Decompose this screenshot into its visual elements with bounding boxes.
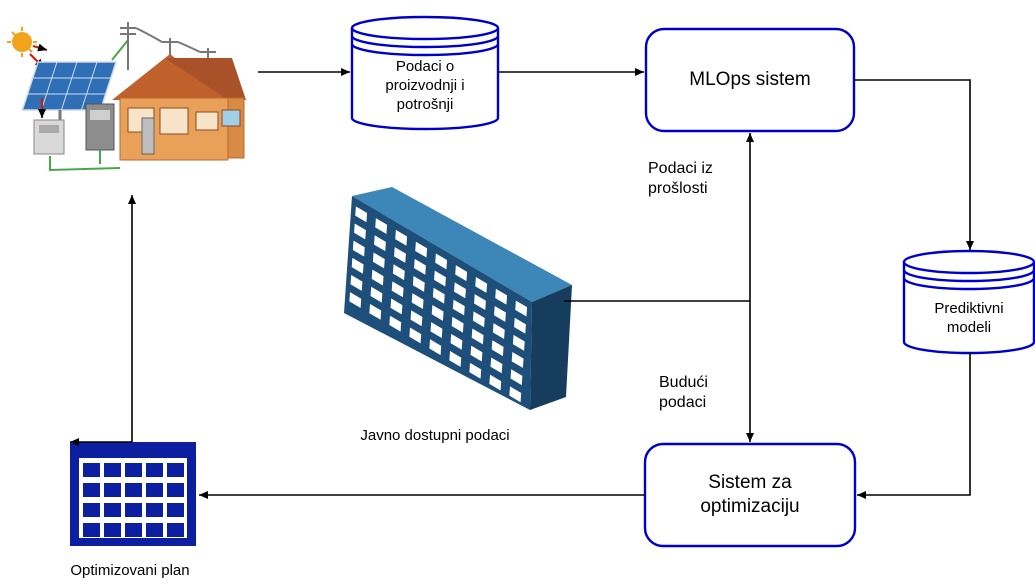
building-window xyxy=(490,357,503,374)
building-window xyxy=(489,374,502,391)
building-window xyxy=(391,281,404,298)
building-window xyxy=(430,322,443,338)
calendar-cell xyxy=(104,463,121,477)
building-window xyxy=(451,316,464,333)
building-window xyxy=(350,274,363,291)
building-window xyxy=(389,315,402,332)
building-window xyxy=(374,235,386,252)
calendar-cell xyxy=(125,523,142,537)
building-window xyxy=(375,218,388,234)
building-window xyxy=(492,323,505,339)
building-window xyxy=(491,340,504,357)
building-window xyxy=(474,294,486,311)
building-window xyxy=(414,258,426,275)
building-window xyxy=(495,288,508,305)
calendar-cell xyxy=(167,463,184,477)
building-window xyxy=(355,206,368,223)
building-window xyxy=(415,241,428,258)
calendar-cell xyxy=(83,483,100,497)
building-window xyxy=(411,293,424,310)
building-window xyxy=(469,362,482,379)
building-window xyxy=(354,223,366,240)
building-window xyxy=(511,352,524,368)
building-window xyxy=(410,310,423,327)
calendar-cell xyxy=(146,523,163,537)
calendar-cell xyxy=(125,463,142,477)
calendar-cell xyxy=(83,463,100,477)
calendar-cell xyxy=(167,483,184,497)
office-building-icon xyxy=(344,187,572,410)
calendar-cell xyxy=(146,503,163,517)
building-window xyxy=(512,334,525,351)
calendar-icon xyxy=(70,442,196,546)
calendar-cell xyxy=(146,483,163,497)
building-window xyxy=(449,351,462,367)
building-window xyxy=(509,386,522,403)
predictive-models-node xyxy=(902,249,1035,355)
calendar-cell xyxy=(167,503,184,517)
public-data-label: Javno dostupni podaci xyxy=(360,427,510,444)
building-window xyxy=(471,328,484,345)
building-window xyxy=(412,276,425,292)
building-window xyxy=(514,317,526,334)
building-window xyxy=(409,327,422,344)
edge-mlops-to-predictive xyxy=(854,79,974,250)
building-window xyxy=(475,277,488,293)
calendar-cell xyxy=(104,503,121,517)
building-window xyxy=(371,269,384,286)
building-window xyxy=(510,369,523,386)
building-window xyxy=(390,298,403,315)
building-window xyxy=(452,299,465,316)
building-window xyxy=(431,304,444,321)
data-store-node xyxy=(350,15,500,131)
calendar-cell xyxy=(83,503,100,517)
building-window xyxy=(429,339,442,356)
building-window xyxy=(472,311,485,328)
building-window xyxy=(470,345,483,362)
future-data-label: Budući podaci xyxy=(659,374,708,411)
building-window xyxy=(454,282,466,299)
building-window xyxy=(351,257,364,274)
building-window xyxy=(434,270,446,287)
building-window xyxy=(352,240,365,257)
building-window xyxy=(494,305,506,322)
calendar-cell xyxy=(125,483,142,497)
building-window xyxy=(515,300,528,317)
building-window xyxy=(349,292,362,309)
data-store-label: Podaci o proizvodnji i potrošnji xyxy=(385,58,465,113)
mlops-label: MLOps sistem xyxy=(689,69,811,90)
optimized-plan-label: Optimizovani plan xyxy=(70,562,190,579)
calendar-cell xyxy=(83,523,100,537)
calendar-cell xyxy=(167,523,184,537)
building-window xyxy=(372,252,385,269)
predictive-models-label: Prediktivni modeli xyxy=(934,300,1004,336)
building-window xyxy=(370,286,383,303)
building-window xyxy=(392,264,405,281)
building-window xyxy=(432,287,445,304)
calendar-cell xyxy=(125,503,142,517)
calendar-cell xyxy=(104,523,121,537)
edge-predictive-to-optimization xyxy=(857,352,971,499)
building-window xyxy=(455,265,468,282)
building-window xyxy=(394,247,406,263)
calendar-cell xyxy=(104,483,121,497)
building-window xyxy=(435,253,448,270)
building-window xyxy=(395,229,408,246)
solar-house-icon xyxy=(7,22,246,172)
building-window xyxy=(450,333,463,350)
calendar-cell xyxy=(146,463,163,477)
building-window xyxy=(369,303,382,320)
optimization-label: Sistem za optimizaciju xyxy=(700,472,800,517)
past-data-label: Podaci iz prošlosti xyxy=(648,160,713,197)
